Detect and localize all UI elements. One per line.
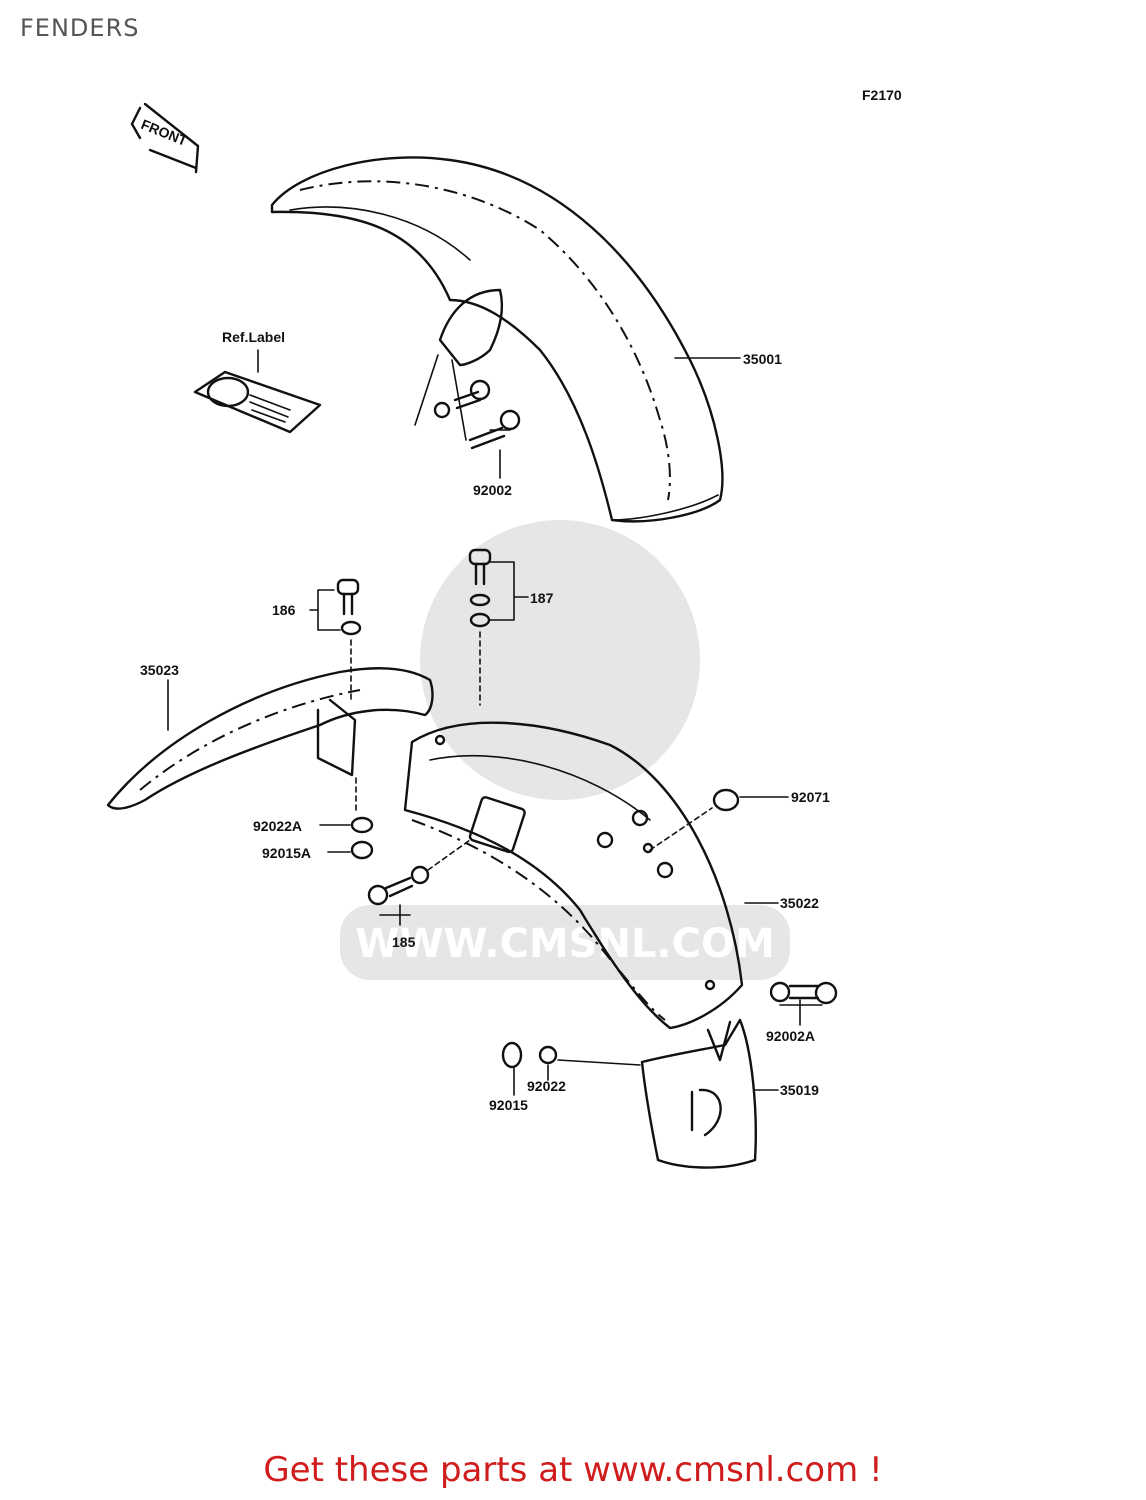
- front-arrow-icon: FRONT: [130, 102, 200, 174]
- leader-lines: [167, 357, 823, 1096]
- license-bracket-35019: [640, 1018, 757, 1169]
- label-92015A: 92015A: [262, 845, 311, 861]
- label-187: 187: [530, 590, 554, 606]
- label-35019: 35019: [780, 1082, 819, 1098]
- figure-code: F2170: [862, 87, 902, 103]
- fenders-exploded-diagram: WWW.CMSNL.COM F2170 FRONT: [106, 87, 902, 1169]
- label-186: 186: [272, 602, 296, 618]
- watermark-mascot-shape: [420, 520, 700, 800]
- rear-fender-front-35023: [106, 667, 434, 810]
- label-92022: 92022: [527, 1078, 566, 1094]
- label-92002A: 92002A: [766, 1028, 815, 1044]
- label-92071: 92071: [791, 789, 830, 805]
- bolts-92002: [433, 379, 521, 479]
- label-92002: 92002: [473, 482, 512, 498]
- front-fender-35001: [270, 156, 724, 523]
- rear-fender-35022: [403, 721, 744, 1030]
- label-35001: 35001: [743, 351, 782, 367]
- page-title: FENDERS: [20, 14, 140, 42]
- watermark-banner-shape: [340, 905, 790, 980]
- watermark-text: WWW.CMSNL.COM: [355, 921, 775, 967]
- cmsnl-promo-link[interactable]: Get these parts at www.cmsnl.com !: [263, 1450, 883, 1490]
- reference-label-decal: [193, 349, 322, 434]
- label-92022A: 92022A: [253, 818, 302, 834]
- part-labels: 35001 92002 Ref.Label 186 187 35023 9202…: [140, 329, 830, 1113]
- label-35022: 35022: [780, 895, 819, 911]
- fasteners: [336, 548, 838, 1069]
- label-ref-label: Ref.Label: [222, 329, 285, 345]
- label-185: 185: [392, 934, 416, 950]
- label-92015: 92015: [489, 1097, 528, 1113]
- cmsnl-watermark: WWW.CMSNL.COM: [340, 520, 790, 980]
- label-35023: 35023: [140, 662, 179, 678]
